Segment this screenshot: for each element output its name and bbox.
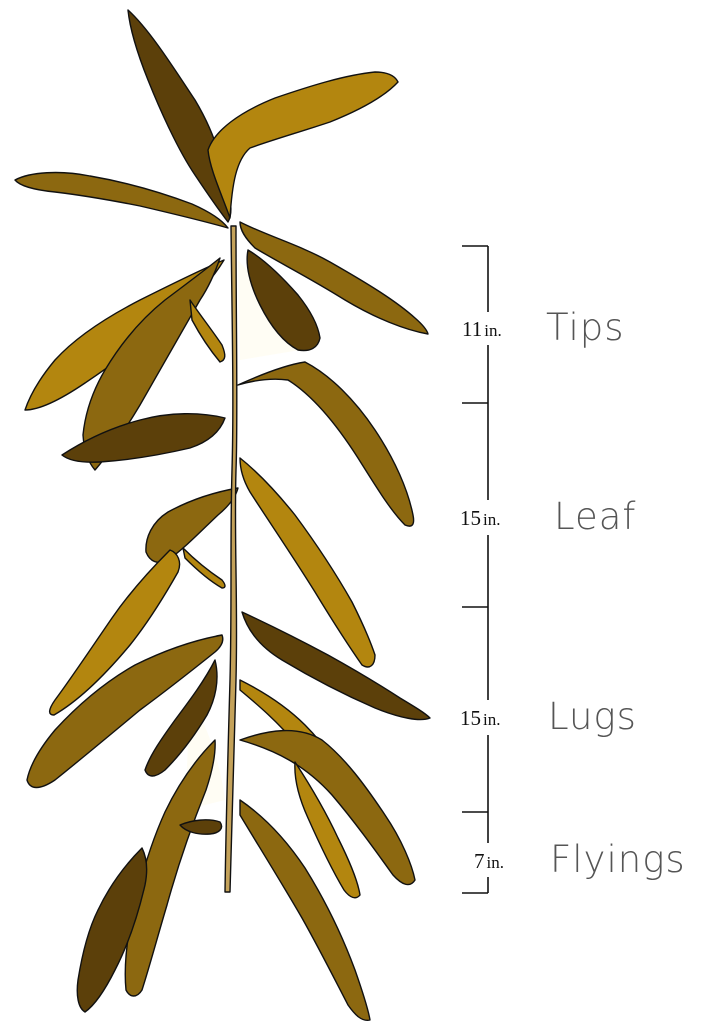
leaf	[146, 488, 238, 562]
measure-tips: 11in.	[462, 317, 502, 341]
svg-text:15in.: 15in.	[460, 506, 500, 530]
measure-leaf: 15in.	[460, 506, 500, 530]
leaf	[208, 72, 398, 218]
leaf	[240, 800, 370, 1020]
svg-text:15in.: 15in.	[460, 706, 500, 730]
leaf	[240, 731, 415, 885]
svg-text:7in.: 7in.	[474, 849, 504, 873]
svg-text:11in.: 11in.	[462, 317, 502, 341]
stalk	[225, 226, 237, 892]
leaf	[190, 300, 225, 362]
measure-lugs: 15in.	[460, 706, 500, 730]
measure-flyings: 7in.	[474, 849, 504, 873]
grade-label-flyings: Flyings	[550, 838, 686, 881]
grade-label-leaf: Leaf	[554, 495, 636, 538]
leaf	[183, 548, 225, 588]
grade-label-tips: Tips	[546, 306, 625, 349]
leaf	[15, 173, 228, 228]
grade-label-lugs: Lugs	[548, 695, 637, 738]
